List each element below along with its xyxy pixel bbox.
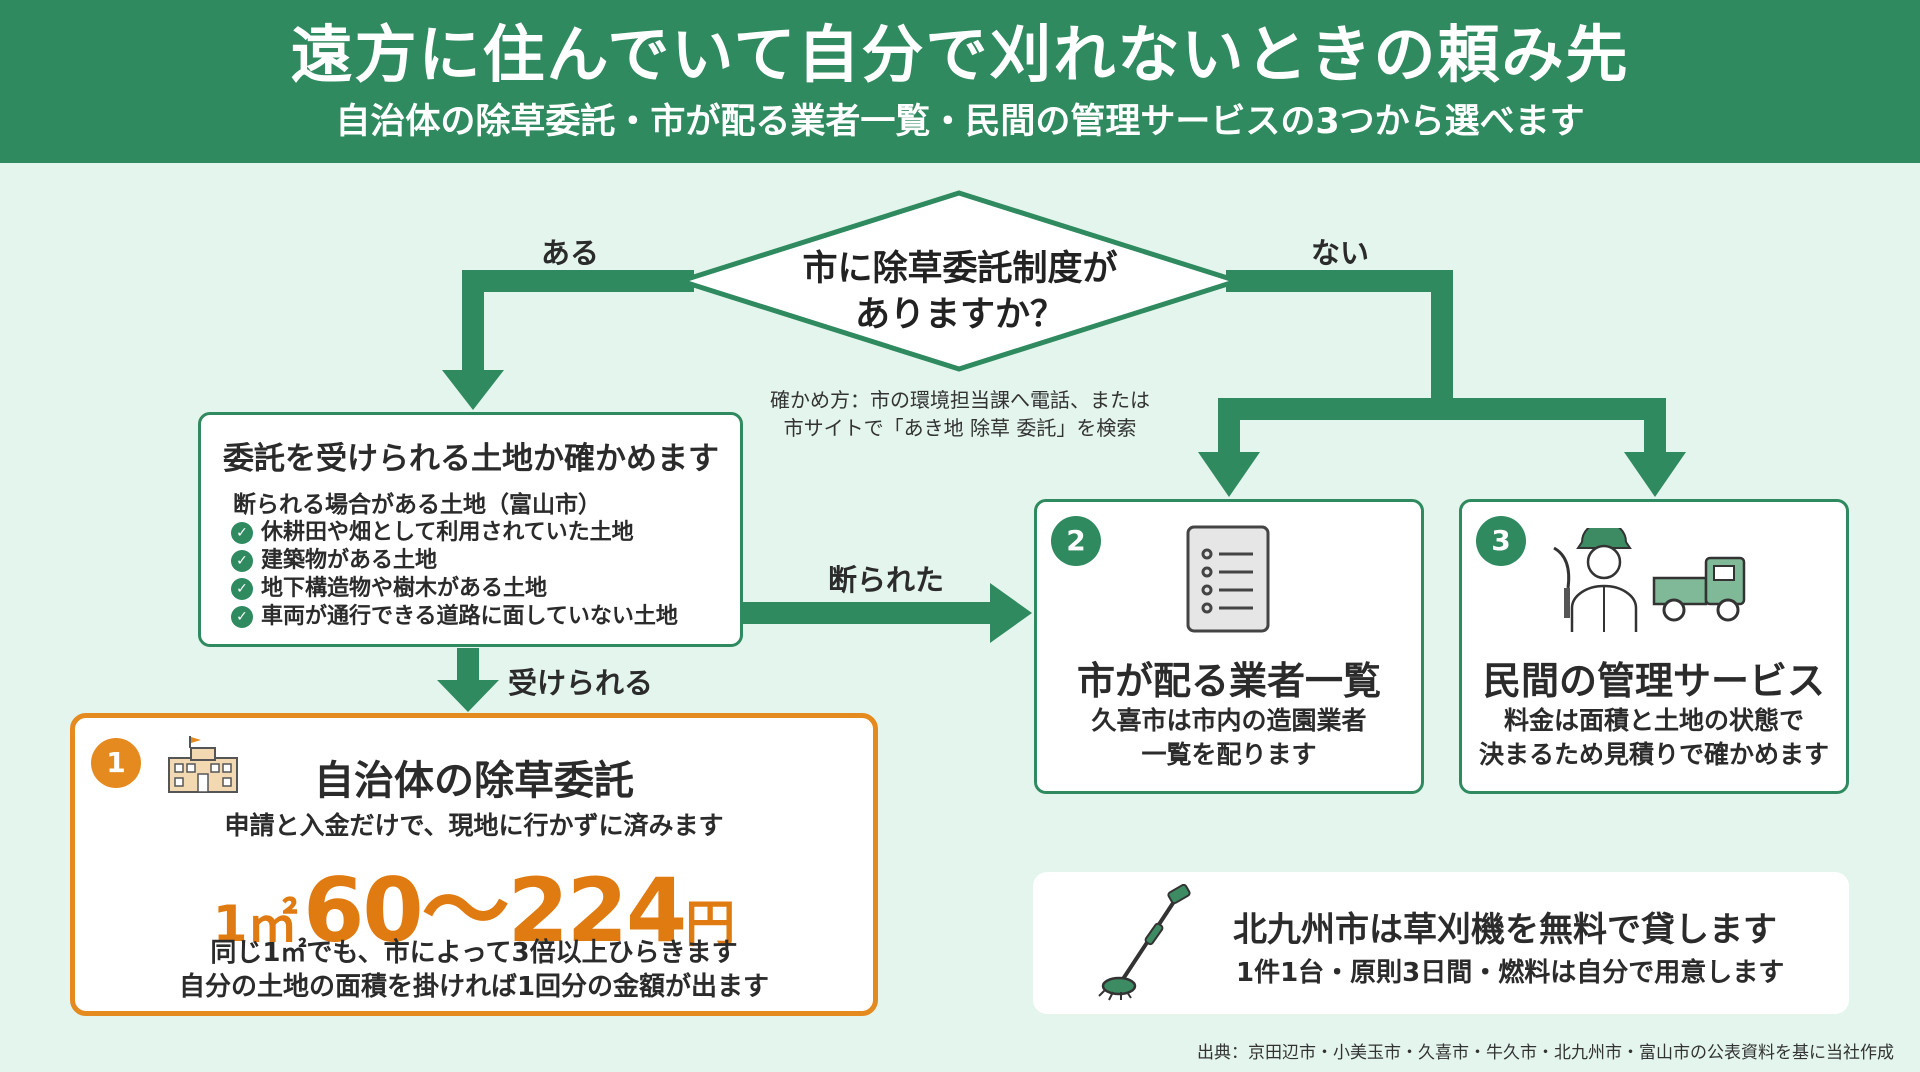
connector-no-horizontal [1226,270,1453,292]
connector-no-vertical [1431,270,1453,408]
arrow-to-option3 [1624,452,1686,497]
list-item: ✓休耕田や畑として利用されていた土地 [231,519,678,547]
arrow-to-option2 [1198,452,1260,497]
option-3-card: 3 民間の管理サービス 料金は面積と土地の状態で 決まるため見積りで確かめます [1459,499,1849,794]
option-3-line2: 決まるため見積りで確かめます [1478,740,1829,769]
option-2-badge: 2 [1051,516,1101,566]
check-title: 委託を受けられる土地か確かめます [223,441,719,477]
refused-label: 断られた [828,563,945,597]
connector-opt2-down [1218,398,1240,456]
grass-trimmer-icon [1098,884,1191,1001]
document-list-icon [1186,525,1270,633]
option-2-line2: 一覧を配ります [1141,740,1317,769]
hint-line-2: 市サイトで「あき地 除草 委託」を検索 [783,416,1137,440]
arrow-accepted [437,680,499,712]
option-1-price: 1㎡ 60〜224円 [75,840,873,967]
note-desc: 1件1台・原則3日間・燃料は自分で用意します [1236,958,1785,988]
option-1-line1: 申請と入金だけで、現地に行かずに済みます [224,811,724,840]
option-2-desc: 久喜市は市内の造園業者 一覧を配ります [1037,704,1421,772]
price-range: 60〜224 [303,859,687,962]
connector-accepted [457,648,479,683]
check-icon: ✓ [231,550,253,572]
option-2-card: 2 市が配る業者一覧 久喜市は市内の造園業者 一覧を配ります [1034,499,1424,794]
option-2-line1: 久喜市は市内の造園業者 [1091,706,1367,735]
option-1-line2: 同じ1㎡でも、市によって3倍以上ひらきます [210,938,738,968]
hint-line-1: 確かめ方：市の環境担当課へ電話、または [770,388,1150,412]
trimmer-loan-note: 北九州市は草刈機を無料で貸します 1件1台・原則3日間・燃料は自分で用意します [1033,872,1849,1014]
option-3-badge: 3 [1476,516,1526,566]
question-text: 市に除草委託制度がありますか？ [802,249,1118,335]
list-item: ✓建築物がある土地 [231,547,678,575]
connector-no-split [1218,398,1666,420]
eligibility-check-box: 委託を受けられる土地か確かめます 断られる場合がある土地（富山市） ✓休耕田や畑… [198,412,743,647]
source-citation: 出典：京田辺市・小美玉市・久喜市・牛久市・北九州市・富山市の公表資料を基に当社作… [1197,1043,1894,1063]
header-banner: 遠方に住んでいて自分で刈れないときの頼み先 自治体の除草委託・市が配る業者一覧・… [0,0,1920,163]
option-1-badge: 1 [91,738,141,788]
connector-yes-vertical [462,270,484,374]
check-icon: ✓ [231,578,253,600]
connector-refused [743,602,993,624]
option-1-notes: 同じ1㎡でも、市によって3倍以上ひらきます 自分の土地の面積を掛ければ1回分の金… [75,936,873,1004]
list-item: ✓車両が通行できる道路に面していない土地 [231,603,678,631]
note-title: 北九州市は草刈機を無料で貸します [1233,910,1777,950]
arrow-refused [990,583,1032,643]
list-item: ✓地下構造物や樹木がある土地 [231,575,678,603]
refusal-conditions-list: ✓休耕田や畑として利用されていた土地 ✓建築物がある土地 ✓地下構造物や樹木があ… [231,519,678,631]
option-2-title: 市が配る業者一覧 [1076,659,1381,703]
connector-opt3-down [1644,398,1666,456]
question-diamond [672,190,1246,372]
option-3-desc: 料金は面積と土地の状態で 決まるため見積りで確かめます [1462,704,1846,772]
page-title: 遠方に住んでいて自分で刈れないときの頼み先 [290,18,1630,91]
price-unit: 1㎡ [212,895,298,953]
price-currency: 円 [685,895,736,953]
accepted-label: 受けられる [508,666,654,700]
option-3-line1: 料金は面積と土地の状態で [1503,706,1804,735]
building-icon [168,736,238,793]
how-to-check-hint: 確かめ方：市の環境担当課へ電話、または 市サイトで「あき地 除草 委託」を検索 [700,386,1220,442]
check-icon: ✓ [231,522,253,544]
option-3-title: 民間の管理サービス [1482,659,1825,703]
connector-yes-horizontal [462,270,694,292]
check-subtitle: 断られる場合がある土地（富山市） [233,492,601,518]
no-label: ない [1311,236,1370,270]
page-subtitle: 自治体の除草委託・市が配る業者一覧・民間の管理サービスの3つから選べます [335,102,1585,142]
option-1-title: 自治体の除草委託 [314,758,634,804]
check-icon: ✓ [231,606,253,628]
option-1-line3: 自分の土地の面積を掛ければ1回分の金額が出ます [178,972,770,1002]
arrow-to-check [442,370,504,410]
worker-truck-icon [1553,528,1746,632]
option-1-card: 1 自治体の除草委託 申請と入金だけで、現地に行かずに済みます 1㎡ 60〜22… [70,713,878,1016]
yes-label: ある [541,236,600,270]
